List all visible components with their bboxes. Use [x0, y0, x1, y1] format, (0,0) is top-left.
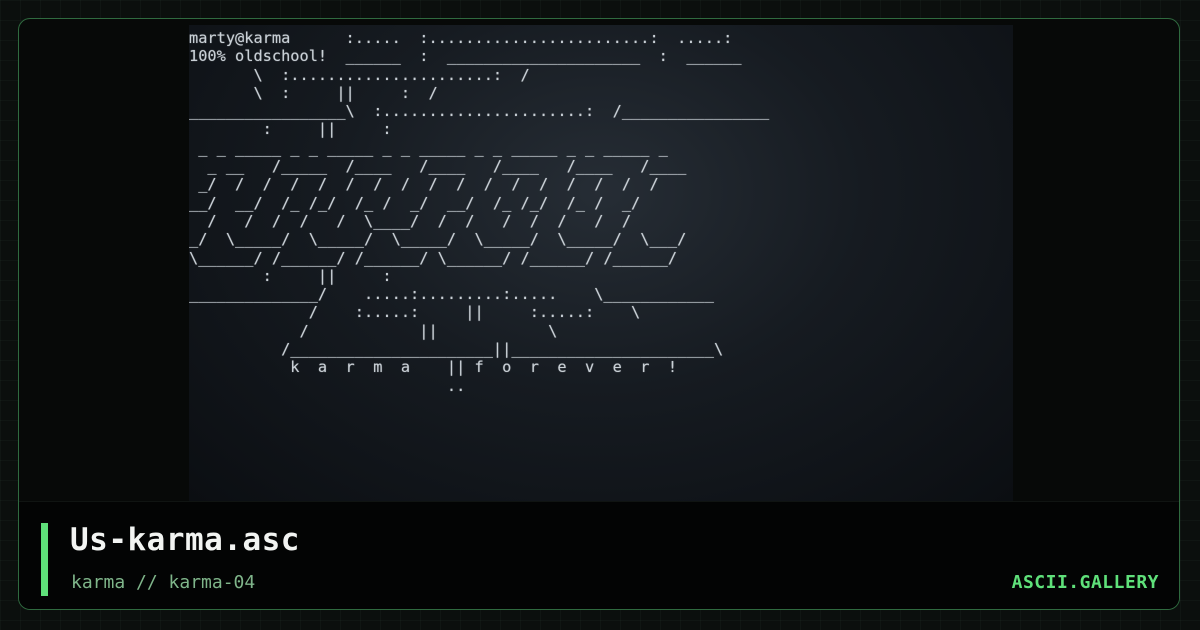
ascii-art-text: marty@karma :..... :....................… [189, 29, 770, 395]
ascii-art-preview[interactable]: marty@karma :..... :....................… [189, 25, 1013, 501]
collection-subtitle: karma // karma-04 [71, 572, 256, 593]
site-brand: ASCII.GALLERY [1011, 572, 1159, 593]
file-title: Us-karma.asc [70, 522, 300, 558]
gallery-card: marty@karma :..... :....................… [18, 18, 1180, 610]
accent-bar [41, 523, 48, 596]
card-footer: Us-karma.asc karma // karma-04 ASCII.GAL… [19, 501, 1179, 609]
